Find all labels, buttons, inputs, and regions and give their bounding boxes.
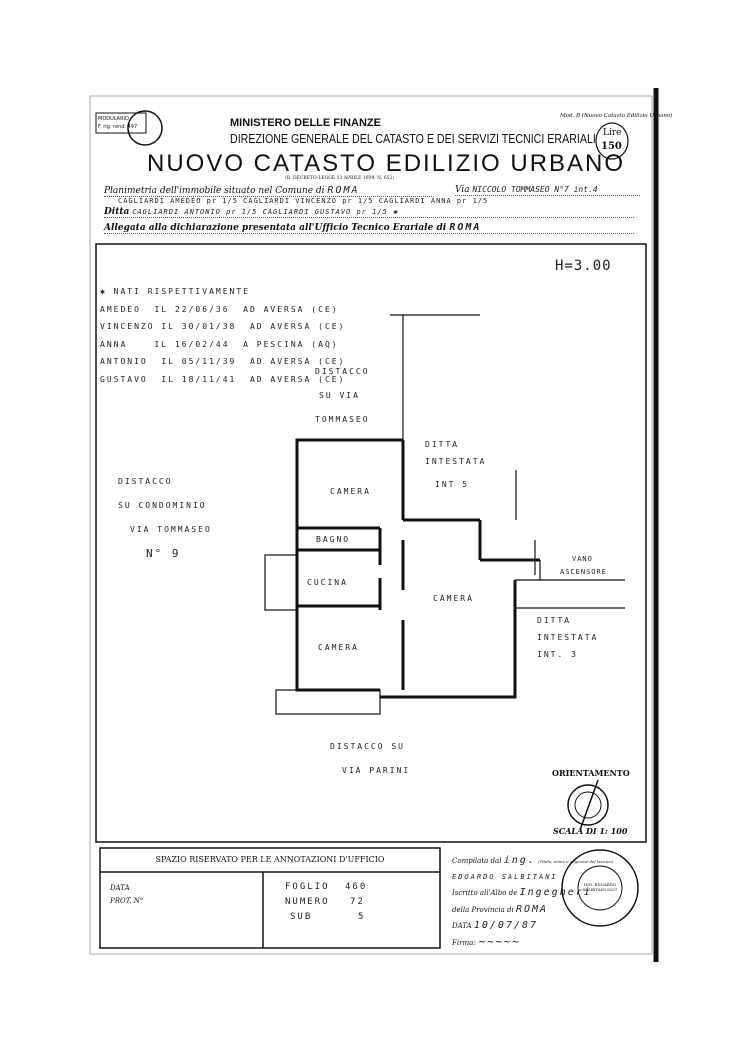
orientamento-label: ORIENTAMENTO (552, 768, 630, 778)
decree: (R. DECRETO-LEGGE 13 APRILE 1939, N. 652… (285, 176, 395, 181)
allegata-field: Allegata alla dichiarazione presentata a… (104, 222, 634, 234)
comune-value: ROMA (327, 185, 360, 196)
ufficio-title: SPAZIO RISERVATO PER LE ANNOTAZIONI D'UF… (155, 855, 385, 864)
room-camera-1: CAMERA (330, 487, 371, 496)
via-field: Via NICCOLO TOMMASEO N°7 int.4 (455, 185, 640, 196)
ministry: MINISTERO DELLE FINANZE (230, 117, 381, 129)
data-label: DATA (110, 884, 130, 892)
room-camera-2: CAMERA (318, 643, 359, 652)
compass-circle (567, 784, 609, 826)
modulario-code: F. rig. rend. 497 (98, 124, 138, 130)
floor-plan-walls (295, 438, 540, 699)
height-label: H=3.00 (555, 258, 612, 274)
seal-circle (561, 849, 639, 927)
plan-frame (95, 243, 647, 843)
room-camera-3: CAMERA (433, 594, 474, 603)
modulario-label: MODULARIO (98, 116, 129, 122)
stamp-value: 150 (601, 141, 622, 152)
north-arrow (579, 779, 599, 831)
room-bagno: BAGNO (316, 535, 351, 544)
ditta-field: Ditta CAGLIARDI ANTONIO pr 1/5 CAGLIARDI… (104, 207, 634, 218)
mod-label: Mod. B (Nuovo Catasto Edilizio Urbano) (560, 113, 673, 119)
page-frame (89, 95, 653, 955)
room-cucina: CUCINA (307, 578, 348, 587)
emblem-icon (127, 110, 163, 146)
stamp-lire: Lire (603, 128, 622, 138)
compilata-block: Compilata dal ing. (Titolo, nome e cogno… (452, 855, 614, 948)
scala-label: SCALA DI 1: 100 (553, 826, 628, 836)
ditta-line1: CAGLIARDI AMEDEO pr 1/5 CAGLIARDI VINCEN… (118, 197, 489, 205)
prot-label: PROT. N° (110, 897, 144, 905)
planimetria-label: Planimetria dell'immobile situato nel Co… (104, 185, 434, 197)
engineer-seal: ING. EDOARDO SALBITANI 8257 (582, 882, 618, 892)
direction: DIREZIONE GENERALE DEL CATASTO E DEI SER… (230, 131, 596, 146)
lire-stamp (595, 122, 629, 160)
page-title: NUOVO CATASTO EDILIZIO URBANO (147, 150, 626, 177)
